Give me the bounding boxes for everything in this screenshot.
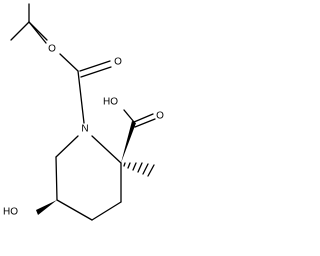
atom-label-ring-nitrogen: N: [81, 124, 88, 135]
hash-1: [123, 162, 126, 167]
bond-c2-to-n: [91, 135, 122, 164]
atom-label-boc-carbonyl-oxygen: O: [114, 57, 122, 68]
bond-carboxyl-to-hydroxyl: [123, 109, 135, 123]
bond-tbu-to-oxygen: [28, 21, 47, 44]
atom-label-ring-hydroxyl: HO: [3, 207, 18, 218]
bond-tbu-methyl-left: [10, 21, 30, 41]
bond-carbonyl-to-nitrogen: [77, 70, 85, 124]
hash-2: [127, 162, 131, 169]
hash-5: [142, 163, 149, 175]
ring-hydroxyl-group: [36, 200, 57, 215]
methyl-hashed-wedge: [123, 162, 155, 177]
wedge-bond-c5-to-hydroxyl: [36, 200, 57, 215]
hash-6: [147, 164, 155, 177]
wedge-bond-c2-to-carboxyl: [121, 121, 136, 163]
atom-label-acid-carbonyl-oxygen: O: [156, 111, 164, 122]
piperidine-ring: [55, 135, 122, 221]
bond-c5-to-c4: [56, 199, 93, 221]
hash-3: [132, 162, 137, 171]
carboxylic-acid-group: [121, 109, 156, 163]
bond-carbonyl-double-inner: [80, 66, 112, 78]
atom-label-ester-oxygen: O: [48, 44, 56, 55]
bond-acid-carbonyl-double-inner: [134, 118, 156, 128]
chemical-structure: O O HO O N HO: [3, 3, 164, 221]
bond-acid-carbonyl-double-outer: [133, 113, 154, 123]
bond-c6-to-c5: [55, 156, 58, 201]
bond-c4-to-c3: [91, 201, 122, 221]
atom-label-acid-hydroxyl: HO: [103, 97, 118, 108]
bond-n-to-c6: [55, 135, 79, 158]
hash-4: [137, 162, 143, 173]
boc-ester-group: [59, 53, 112, 124]
bond-carbonyl-double-outer: [79, 60, 111, 72]
bond-ester-oxygen-to-carbonyl: [59, 53, 79, 72]
tert-butyl-group: [10, 3, 48, 44]
